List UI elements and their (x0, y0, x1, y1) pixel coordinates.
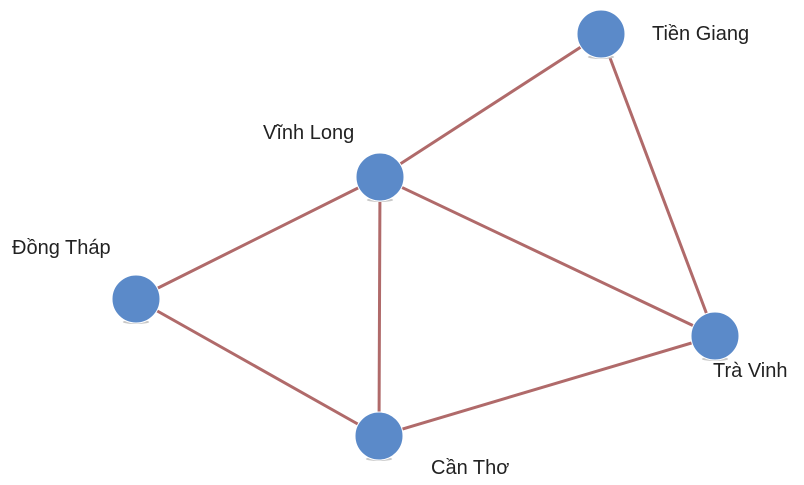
edge-dong-thap-vinh-long (134, 175, 382, 301)
node-label-can-tho: Cần Thơ (431, 457, 509, 479)
edge-tien-giang-tra-vinh (599, 32, 717, 338)
node-label-tien-giang: Tiền Giang (652, 23, 749, 45)
edges-layer (134, 32, 717, 438)
edge-vinh-long-can-tho (377, 175, 382, 438)
node-vinh-long (355, 152, 405, 202)
edge-vinh-long-tien-giang (378, 32, 603, 179)
edge-can-tho-tra-vinh (377, 334, 717, 438)
node-label-dong-thap: Đồng Tháp (12, 237, 111, 259)
node-label-vinh-long: Vĩnh Long (263, 122, 354, 144)
edge-dong-thap-can-tho (134, 297, 381, 438)
node-dong-thap (111, 274, 161, 324)
node-tra-vinh (690, 311, 740, 361)
node-can-tho (354, 411, 404, 461)
node-tien-giang (576, 9, 626, 59)
node-label-tra-vinh: Trà Vinh (713, 360, 787, 382)
nodes-layer (111, 9, 740, 461)
edge-vinh-long-tra-vinh (378, 175, 717, 338)
